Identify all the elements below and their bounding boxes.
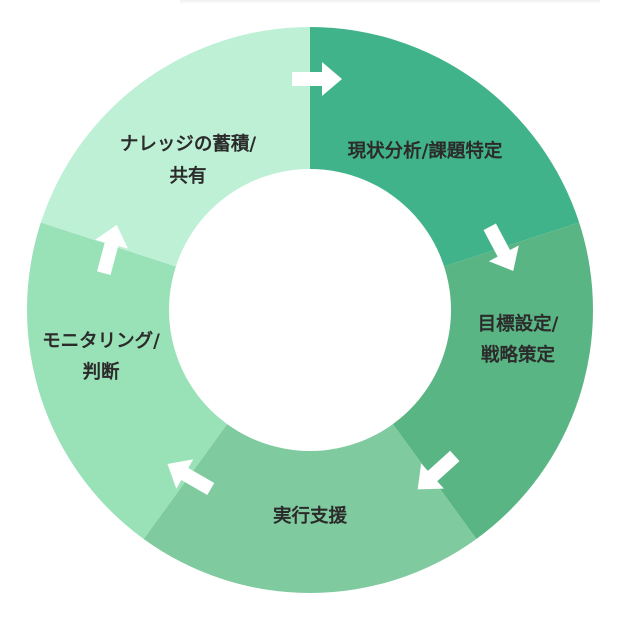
arrow-monitoring-to-knowledge (95, 224, 128, 275)
center-circle (169, 169, 451, 451)
arrow-knowledge-to-analysis (292, 62, 342, 96)
label-strategy-line1: 目標設定/ (478, 313, 559, 335)
label-knowledge-line2: 共有 (169, 165, 206, 187)
arrow-strategy-to-execution (417, 450, 460, 490)
top-edge-shadow (180, 0, 600, 4)
label-monitoring-line2: 判断 (82, 361, 120, 383)
label-execution: 実行支援 (273, 505, 348, 527)
label-analysis: 現状分析/課題特定 (348, 140, 503, 162)
label-knowledge-line1: ナレッジの蓄積/ (120, 133, 257, 155)
arrow-execution-to-monitoring (167, 459, 215, 496)
label-monitoring-line1: モニタリング/ (42, 330, 160, 352)
label-strategy-line2: 戦略策定 (481, 344, 556, 366)
arrow-analysis-to-strategy (483, 223, 519, 271)
segment-execution (143, 310, 477, 593)
cycle-arrows (95, 62, 519, 496)
